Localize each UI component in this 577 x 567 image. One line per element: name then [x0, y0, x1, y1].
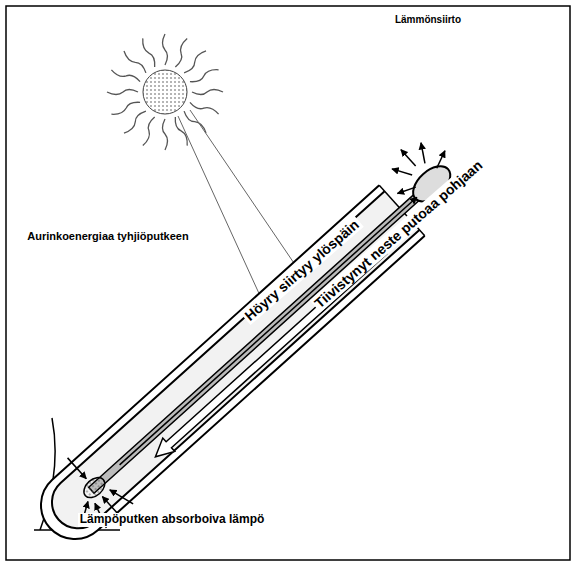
evaporator — [80, 474, 109, 502]
sun-ray — [192, 90, 223, 95]
sun-ray — [111, 102, 140, 114]
label: Lämmönsiirto — [393, 14, 463, 26]
heat-out-arrow — [401, 150, 416, 166]
sun-ray — [163, 34, 168, 65]
sun-ray — [143, 117, 155, 146]
sun-ray — [124, 111, 146, 133]
label: Lämpöputken absorboiva lämpö — [78, 513, 267, 527]
sunlight-line — [178, 116, 262, 300]
sunlight-line — [190, 110, 300, 272]
vacuum-tube — [19, 128, 482, 557]
heat-out-arrow — [397, 182, 415, 200]
absorb-arrow — [110, 484, 133, 509]
absorb-arrows — [41, 446, 135, 542]
sun-ray — [190, 70, 219, 82]
sun-ray — [143, 38, 155, 67]
sun-ray — [184, 111, 206, 133]
sun-ray — [111, 70, 140, 82]
sun-ray — [107, 90, 138, 95]
frame — [6, 6, 570, 560]
absorb-arrow — [68, 458, 87, 479]
sun-ray — [163, 119, 168, 150]
sun-ray — [184, 51, 206, 73]
sun-ray — [175, 38, 187, 67]
sun-ray — [124, 51, 146, 73]
heat-out-arrow — [432, 151, 450, 169]
sun-ray — [190, 102, 219, 114]
heat-out-arrow — [413, 143, 433, 164]
label: Aurinkoenergiaa tyhjiöputkeen — [25, 230, 190, 243]
heat-out-arrow — [392, 162, 412, 183]
